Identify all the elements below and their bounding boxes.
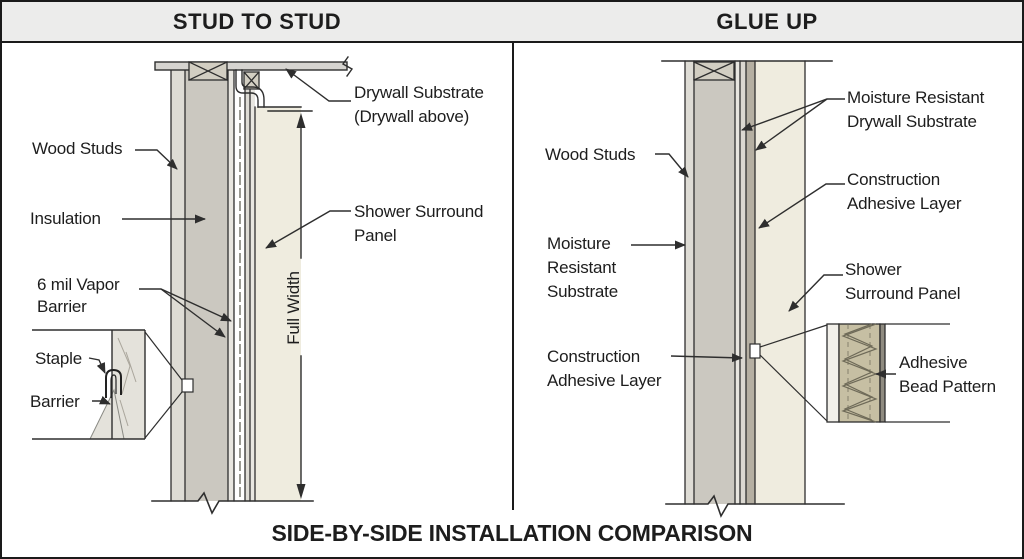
- label-moisture-substrate: Moisture Resistant Substrate: [547, 234, 618, 301]
- staple-icon: [105, 368, 122, 398]
- shower-panel-right-arrow: [788, 274, 843, 312]
- label-adhesive-layer-left: Construction Adhesive Layer: [547, 347, 662, 390]
- bead-callout: [749, 324, 828, 422]
- label-shower-panel-right: Shower Surround Panel: [845, 260, 961, 303]
- panel-headers: STUD TO STUD GLUE UP: [2, 2, 1022, 43]
- label-adhesive-bead-pattern: Adhesive Bead Pattern: [899, 353, 996, 396]
- vapor-barrier-arrow-2: [160, 288, 226, 338]
- mr-drywall-arrow-2: [755, 98, 828, 151]
- top-blocking-right: [693, 61, 735, 81]
- label-barrier: Barrier: [30, 392, 80, 411]
- adhesive-layer-left-arrow: [670, 353, 743, 363]
- label-insulation: Insulation: [30, 209, 101, 228]
- label-wood-studs-left: Wood Studs: [32, 139, 123, 158]
- drywall-above-strip: [154, 56, 354, 77]
- adhesive-bead-inset: [749, 323, 950, 423]
- label-wood-studs-right: Wood Studs: [545, 145, 636, 164]
- label-shower-panel-left: Shower Surround Panel: [354, 202, 484, 245]
- diagram-caption: SIDE-BY-SIDE INSTALLATION COMPARISON: [271, 520, 753, 546]
- top-blocking-left: [188, 61, 260, 90]
- left-wall-section: [151, 56, 354, 515]
- leader-arrows: [88, 68, 896, 405]
- staple-arrow: [88, 357, 106, 374]
- label-drywall-substrate: Drywall Substrate (Drywall above): [354, 83, 484, 126]
- panel-divider: [512, 2, 514, 510]
- left-bottom-break-line: [151, 491, 314, 515]
- left-panel-title: STUD TO STUD: [2, 2, 512, 43]
- drywall-substrate-arrow: [285, 68, 351, 102]
- label-staple: Staple: [35, 349, 83, 368]
- staple-callout: [144, 331, 194, 439]
- full-width-dimension: [267, 110, 313, 499]
- label-full-width: Full Width: [284, 271, 303, 345]
- right-wall-section: [661, 60, 845, 518]
- barrier-crease-lines: [117, 337, 137, 427]
- label-vapor-barrier: 6 mil Vapor Barrier: [37, 275, 120, 316]
- wood-studs-left-arrow: [135, 149, 178, 170]
- right-panel-title: GLUE UP: [512, 2, 1022, 43]
- adhesive-layer-right-arrow: [758, 183, 845, 229]
- shower-panel-left-arrow: [265, 210, 351, 249]
- barrier-arrow: [92, 395, 111, 405]
- panel-top-flange: [235, 69, 302, 108]
- label-mr-drywall-substrate: Moisture Resistant Drywall Substrate: [847, 88, 985, 131]
- staple-detail-inset: [32, 329, 194, 440]
- wood-studs-right-arrow: [655, 153, 689, 178]
- label-adhesive-layer-right: Construction Adhesive Layer: [847, 170, 962, 213]
- right-bottom-break-line: [665, 494, 845, 518]
